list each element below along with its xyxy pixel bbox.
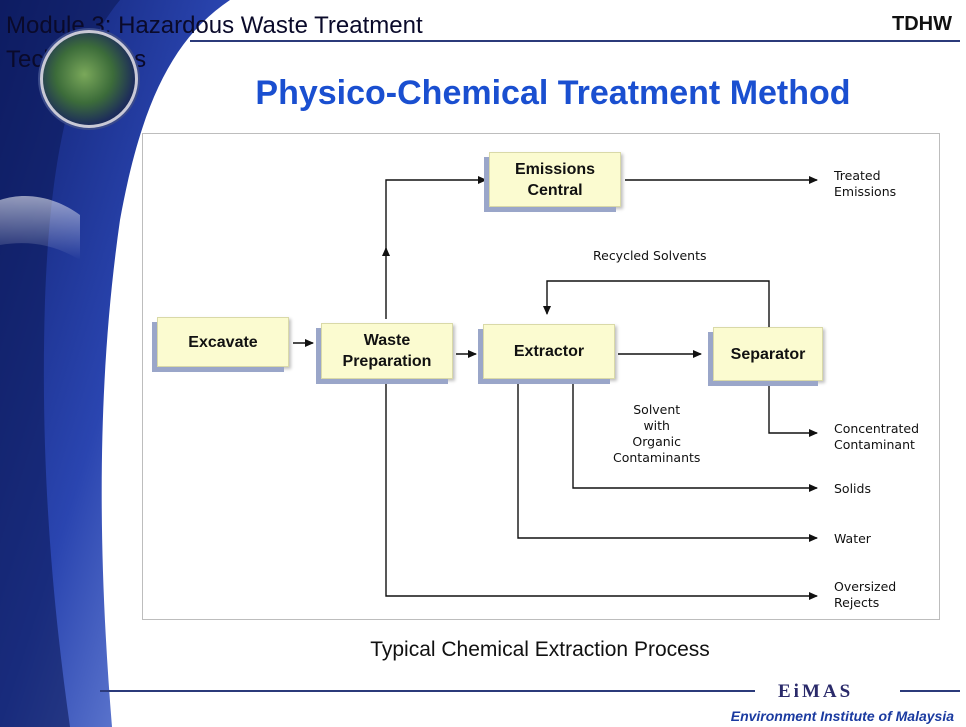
arrow-water [517,379,818,542]
label-treated-emissions: Treated Emissions [834,168,897,199]
flow-arrows [293,176,818,600]
label-solvent-organic: Solvent with Organic Contaminants [613,402,701,465]
box-extractor: Extractor [483,324,615,379]
arrow-oversized [385,379,818,600]
box-separator: Separator [713,327,823,381]
box-emissions-central: Emissions Central [489,152,621,207]
box-waste-preparation: Waste Preparation [321,323,453,379]
label-solids: Solids [834,481,871,496]
diagram-caption: Typical Chemical Extraction Process [370,638,710,661]
box-excavate: Excavate [157,317,289,367]
process-diagram: Excavate Waste Preparation Extractor Sep… [142,133,940,620]
footer-divider-right [900,690,960,692]
footer-divider-left [100,690,755,692]
arrow-to-emissions [385,176,487,252]
arrow-solids [572,379,818,492]
emblem-logo [40,30,138,128]
footer-organization: Environment Institute of Malaysia [730,708,954,724]
course-code: TDHW [892,13,952,35]
label-water: Water [834,531,871,546]
header-divider [190,40,960,42]
label-concentrated-contaminant: Concentrated Contaminant [834,421,920,452]
footer-brand-logo: EiMAS [778,681,854,702]
arrow-recycled-solvents [543,280,770,327]
arrow-concentrated [768,381,818,437]
label-recycled-solvents: Recycled Solvents [593,248,707,263]
slide-title: Physico-Chemical Treatment Method [255,74,851,112]
label-oversized-rejects: Oversized Rejects [834,579,897,610]
